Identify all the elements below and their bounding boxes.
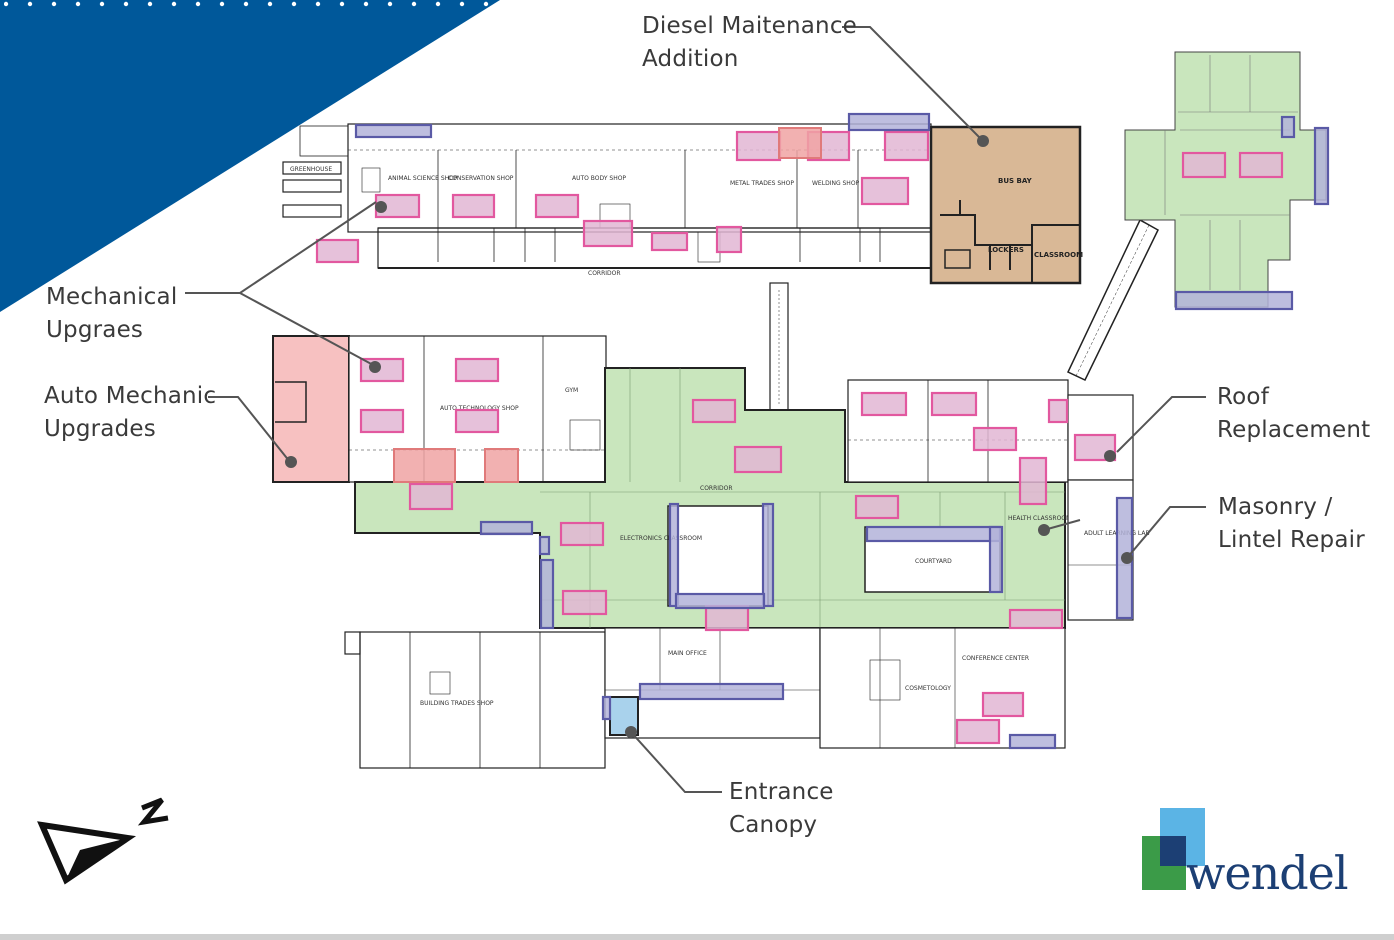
mechanical-scope-boxes xyxy=(315,130,1284,745)
callout-roof-line1: Roof xyxy=(1217,384,1269,410)
room-label-classroom: CLASSROOM xyxy=(1034,251,1083,259)
north-connector xyxy=(769,282,789,412)
corner-banner xyxy=(0,0,500,312)
leader-lines xyxy=(185,26,1206,793)
callout-auto-line2: Upgrades xyxy=(44,416,156,442)
room-label-auto-technology: AUTO TECHNOLOGY SHOP xyxy=(440,405,519,412)
room-label-welding: WELDING SHOP xyxy=(812,180,860,187)
northeast-building xyxy=(1124,51,1327,308)
room-label-corridor-north: CORRIDOR xyxy=(588,270,621,277)
callout-auto-line1: Auto Mechanic xyxy=(44,383,217,409)
room-label-gym: GYM xyxy=(565,387,578,394)
masonry-scope-boxes xyxy=(354,112,1330,750)
callout-roof-line2: Replacement xyxy=(1217,417,1371,443)
callout-masonry-lintel-repair: Masonry / Lintel Repair xyxy=(1218,491,1365,557)
wendel-logo-wordmark: wendel xyxy=(1186,846,1349,900)
callout-auto-mechanic-upgrades: Auto Mechanic Upgrades xyxy=(44,380,216,446)
room-label-bus-bay: BUS BAY xyxy=(998,177,1033,185)
auto-mechanic-area xyxy=(272,335,350,483)
room-label-conservation: CONSERVATION SHOP xyxy=(448,175,514,182)
callout-roof-replacement: Roof Replacement xyxy=(1217,381,1370,447)
room-label-health: HEALTH CLASSROOM xyxy=(1008,515,1071,522)
callout-mechanical-upgrades: Mechanical Upgraes xyxy=(46,281,177,347)
leader-endpoints xyxy=(285,135,1133,738)
room-label-greenhouse: GREENHOUSE xyxy=(290,166,332,173)
north-arrow-icon xyxy=(37,797,169,885)
room-label-main-office: MAIN OFFICE xyxy=(668,650,707,657)
callout-entrance-line1: Entrance xyxy=(729,779,834,805)
auto-scope-boxes xyxy=(393,127,822,483)
room-label-metal-trades: METAL TRADES SHOP xyxy=(730,180,794,187)
wendel-logo-icon xyxy=(1142,808,1205,890)
room-label-conference: CONFERENCE CENTER xyxy=(962,655,1029,662)
room-label-auto-body: AUTO BODY SHOP xyxy=(572,175,626,182)
callout-diesel-maintenance: Diesel Maitenance Addition xyxy=(642,10,857,76)
room-label-building-trades: BUILDING TRADES SHOP xyxy=(420,700,494,707)
callout-masonry-line2: Lintel Repair xyxy=(1218,527,1365,553)
north-wing xyxy=(282,123,932,269)
callout-mechanical-line1: Mechanical xyxy=(46,284,178,310)
room-label-courtyard: COURTYARD xyxy=(915,558,952,565)
room-label-lockers: LOCKERS xyxy=(988,246,1024,254)
diesel-addition xyxy=(929,125,1082,285)
ne-connector xyxy=(1067,218,1159,381)
callout-entrance-line2: Canopy xyxy=(729,812,818,838)
room-label-animal-science: ANIMAL SCIENCE SHOP xyxy=(388,175,458,182)
callout-masonry-line1: Masonry / xyxy=(1218,494,1333,520)
room-label-electronics: ELECTRONICS CLASSROOM xyxy=(620,535,702,542)
south-wing xyxy=(344,627,1066,769)
callout-entrance-canopy: Entrance Canopy xyxy=(729,776,834,842)
room-label-corridor-central: CORRIDOR xyxy=(700,485,733,492)
callout-mechanical-line2: Upgraes xyxy=(46,317,144,343)
callout-diesel-line1: Diesel Maitenance xyxy=(642,13,858,39)
room-label-cosmetology: COSMETOLOGY xyxy=(905,685,951,692)
bottom-rule xyxy=(0,934,1394,940)
callout-diesel-line2: Addition xyxy=(642,46,739,72)
